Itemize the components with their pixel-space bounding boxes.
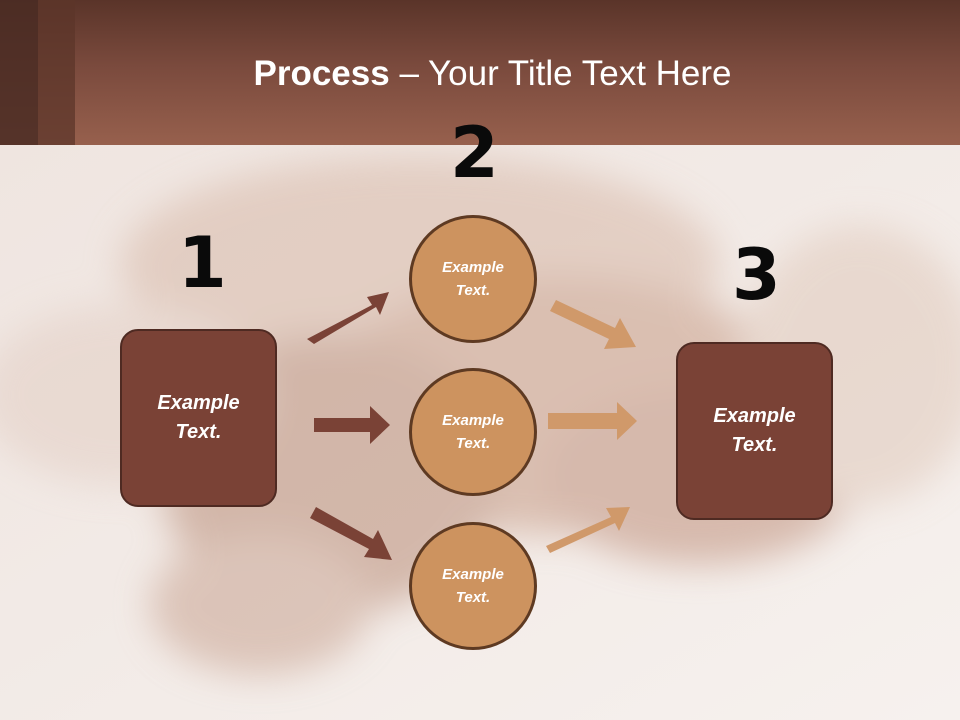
right-box-line1: Example (713, 405, 796, 427)
left-box-line2: Text. (175, 421, 222, 443)
circle-top: Example Text. (409, 215, 537, 343)
arrow-down-right-icon (310, 507, 392, 560)
slide-title: Process – Your Title Text Here (0, 52, 960, 96)
circle-middle-line1: Example (442, 412, 504, 429)
header-accent-strip (0, 0, 38, 145)
circle-top-line1: Example (442, 259, 504, 276)
left-box-line1: Example (157, 392, 240, 414)
arrow-up-right-icon (307, 292, 389, 344)
arrow-down-right-icon (550, 300, 636, 349)
header-accent-strip (38, 0, 75, 145)
step-number-3: 3 (732, 234, 781, 316)
arrow-right-icon (314, 406, 390, 444)
title-rest: – Your Title Text Here (389, 54, 732, 93)
left-step-box: Example Text. (120, 329, 277, 507)
title-bar: Process – Your Title Text Here (0, 0, 960, 145)
arrow-right-icon (548, 402, 637, 440)
circle-bottom-line1: Example (442, 566, 504, 583)
step-number-1: 1 (178, 222, 227, 304)
right-step-box: Example Text. (676, 342, 833, 520)
title-bold: Process (253, 54, 390, 93)
circle-middle-line2: Text. (455, 435, 491, 452)
circle-top-line2: Text. (455, 282, 491, 299)
step-number-2: 2 (450, 112, 499, 194)
right-box-line2: Text. (731, 434, 778, 456)
circle-bottom: Example Text. (409, 522, 537, 650)
circle-middle: Example Text. (409, 368, 537, 496)
circle-bottom-line2: Text. (455, 589, 491, 606)
arrow-up-right-icon (546, 507, 630, 553)
